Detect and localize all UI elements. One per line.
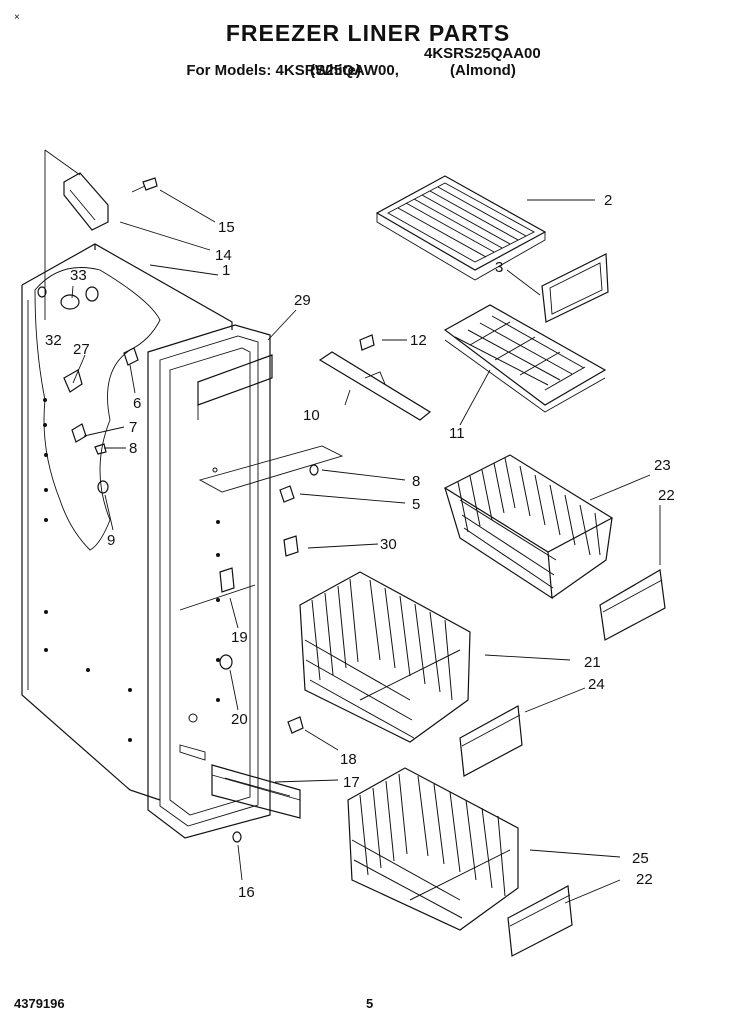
callout-21: 21: [584, 654, 601, 671]
callout-11: 11: [449, 425, 465, 442]
page-title: FREEZER LINER PARTS: [225, 20, 511, 46]
corner-mark: ×: [14, 12, 20, 23]
basket-front-22b: [507, 885, 573, 957]
callout-33: 33: [70, 267, 87, 284]
callout-19: 19: [231, 629, 248, 646]
bracket-14: [44, 149, 109, 320]
panel-3: [541, 253, 609, 323]
basket-23: [443, 454, 614, 600]
basket-25: [347, 767, 519, 931]
callout-10: 10: [303, 407, 320, 424]
callout-8-right: 8: [412, 473, 420, 490]
callout-3: 3: [495, 259, 503, 276]
color-white: (White): [310, 62, 361, 79]
screw-15: [131, 177, 158, 193]
callout-22-upper: 22: [658, 487, 675, 504]
callout-24: 24: [588, 676, 605, 693]
callout-16: 16: [238, 884, 255, 901]
models-line: For Models: 4KSRS25QAW00,: [178, 45, 399, 79]
basket-21: [299, 571, 471, 743]
small-hardware-left: [37, 286, 139, 494]
rail-10: [318, 351, 432, 421]
shelf-2: [375, 175, 547, 281]
leader-arrows: [71, 189, 661, 904]
callout-32: 32: [45, 332, 62, 349]
callout-18: 18: [340, 751, 357, 768]
callout-labels: 1 2 3 5 6 7 8 8 9 10 11 12 14 15 16 17 1…: [45, 192, 675, 901]
basket-front-24: [459, 705, 523, 777]
callout-12: 12: [410, 332, 427, 349]
callout-14: 14: [215, 247, 232, 264]
models-prefix: For Models:: [186, 62, 276, 79]
callout-1: 1: [222, 262, 230, 279]
callout-27: 27: [73, 341, 90, 358]
wire-shelf-11: [443, 304, 607, 413]
screw-12: [359, 334, 375, 351]
page-number: 5: [366, 996, 374, 1011]
color-almond: (Almond): [450, 62, 516, 79]
callout-2: 2: [604, 192, 612, 209]
callout-23: 23: [654, 457, 671, 474]
callout-5: 5: [412, 496, 420, 513]
hardware-center: [198, 445, 344, 843]
callout-7: 7: [129, 419, 137, 436]
document-number: 4379196: [14, 996, 65, 1011]
trim-29: [197, 354, 273, 420]
callout-6: 6: [133, 395, 141, 412]
callout-17: 17: [343, 774, 360, 791]
callout-22-lower: 22: [636, 871, 653, 888]
callout-30: 30: [380, 536, 397, 553]
freezer-liner: [21, 243, 271, 839]
model-number-almond: 4KSRS25QAA00: [424, 45, 541, 62]
callout-20: 20: [231, 711, 248, 728]
mounting-holes: [43, 398, 220, 742]
callout-29: 29: [294, 292, 311, 309]
callout-8-left: 8: [129, 440, 137, 457]
callout-25: 25: [632, 850, 649, 867]
model-number-white: 4KSRS25QAW00,: [275, 62, 399, 79]
basket-front-22a: [599, 569, 666, 641]
callout-9: 9: [107, 532, 115, 549]
callout-15: 15: [218, 219, 235, 236]
